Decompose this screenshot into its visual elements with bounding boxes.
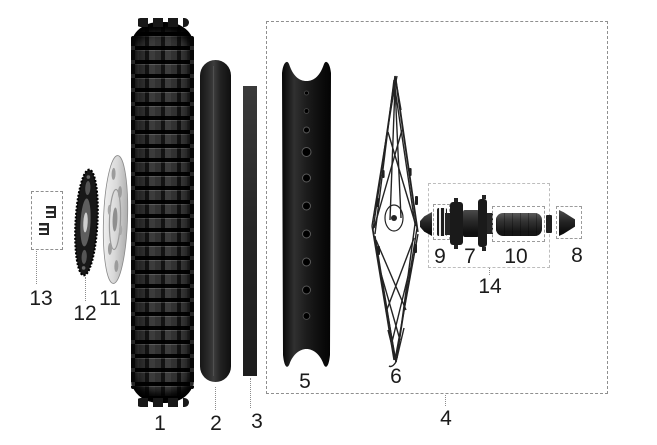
part-label-spokes: 6 [390,365,402,388]
tire-knob-edge [190,36,194,389]
part-label-rim-strip: 3 [251,410,263,433]
part-label-hub: 7 [464,245,476,268]
wheel-assembly-box [266,21,608,394]
pawl-icon [46,206,56,218]
part-label-pawls: 13 [29,287,53,310]
hub-disc-flange [450,198,463,249]
end-cap-left [420,212,432,236]
part-label-spacer: 9 [434,245,446,268]
hub-barrel [463,210,479,237]
leader-line-4 [445,395,446,406]
pawl-icon [39,223,49,235]
part-label-rim: 5 [299,370,311,393]
part-label-axle: 10 [504,245,528,268]
part-label-hub-assembly: 14 [478,275,502,298]
hub-spoke-flange [478,195,487,251]
rim-strip [243,86,257,376]
part-label-end-cap: 8 [571,244,583,267]
end-cap-right [559,210,575,236]
part-label-wheel-assembly: 4 [440,407,452,430]
axle-box [492,206,545,242]
axle [495,212,542,236]
part-label-inner-tube: 2 [210,412,222,435]
sprocket [74,168,99,277]
part-label-sprocket: 12 [73,302,97,325]
tire [131,18,194,407]
pawl-set-box [31,191,63,250]
inner-tube [200,60,231,382]
leader-line-2 [215,387,216,410]
tire-knob-edge [131,36,135,389]
leader-line-13 [36,251,37,284]
hub-spacer [436,208,447,236]
spoke-set [371,75,419,368]
leader-line-3 [250,378,251,408]
leader-line-14 [489,268,490,275]
end-cap-box [556,206,582,239]
brake-rotor [102,155,129,284]
leader-line-12 [85,277,86,301]
hub-step [445,213,450,235]
axle-ring [546,215,552,233]
part-label-brake-rotor: 11 [99,287,121,310]
part-label-tire: 1 [154,412,166,435]
hub-stub [487,213,493,234]
rim [282,61,331,367]
